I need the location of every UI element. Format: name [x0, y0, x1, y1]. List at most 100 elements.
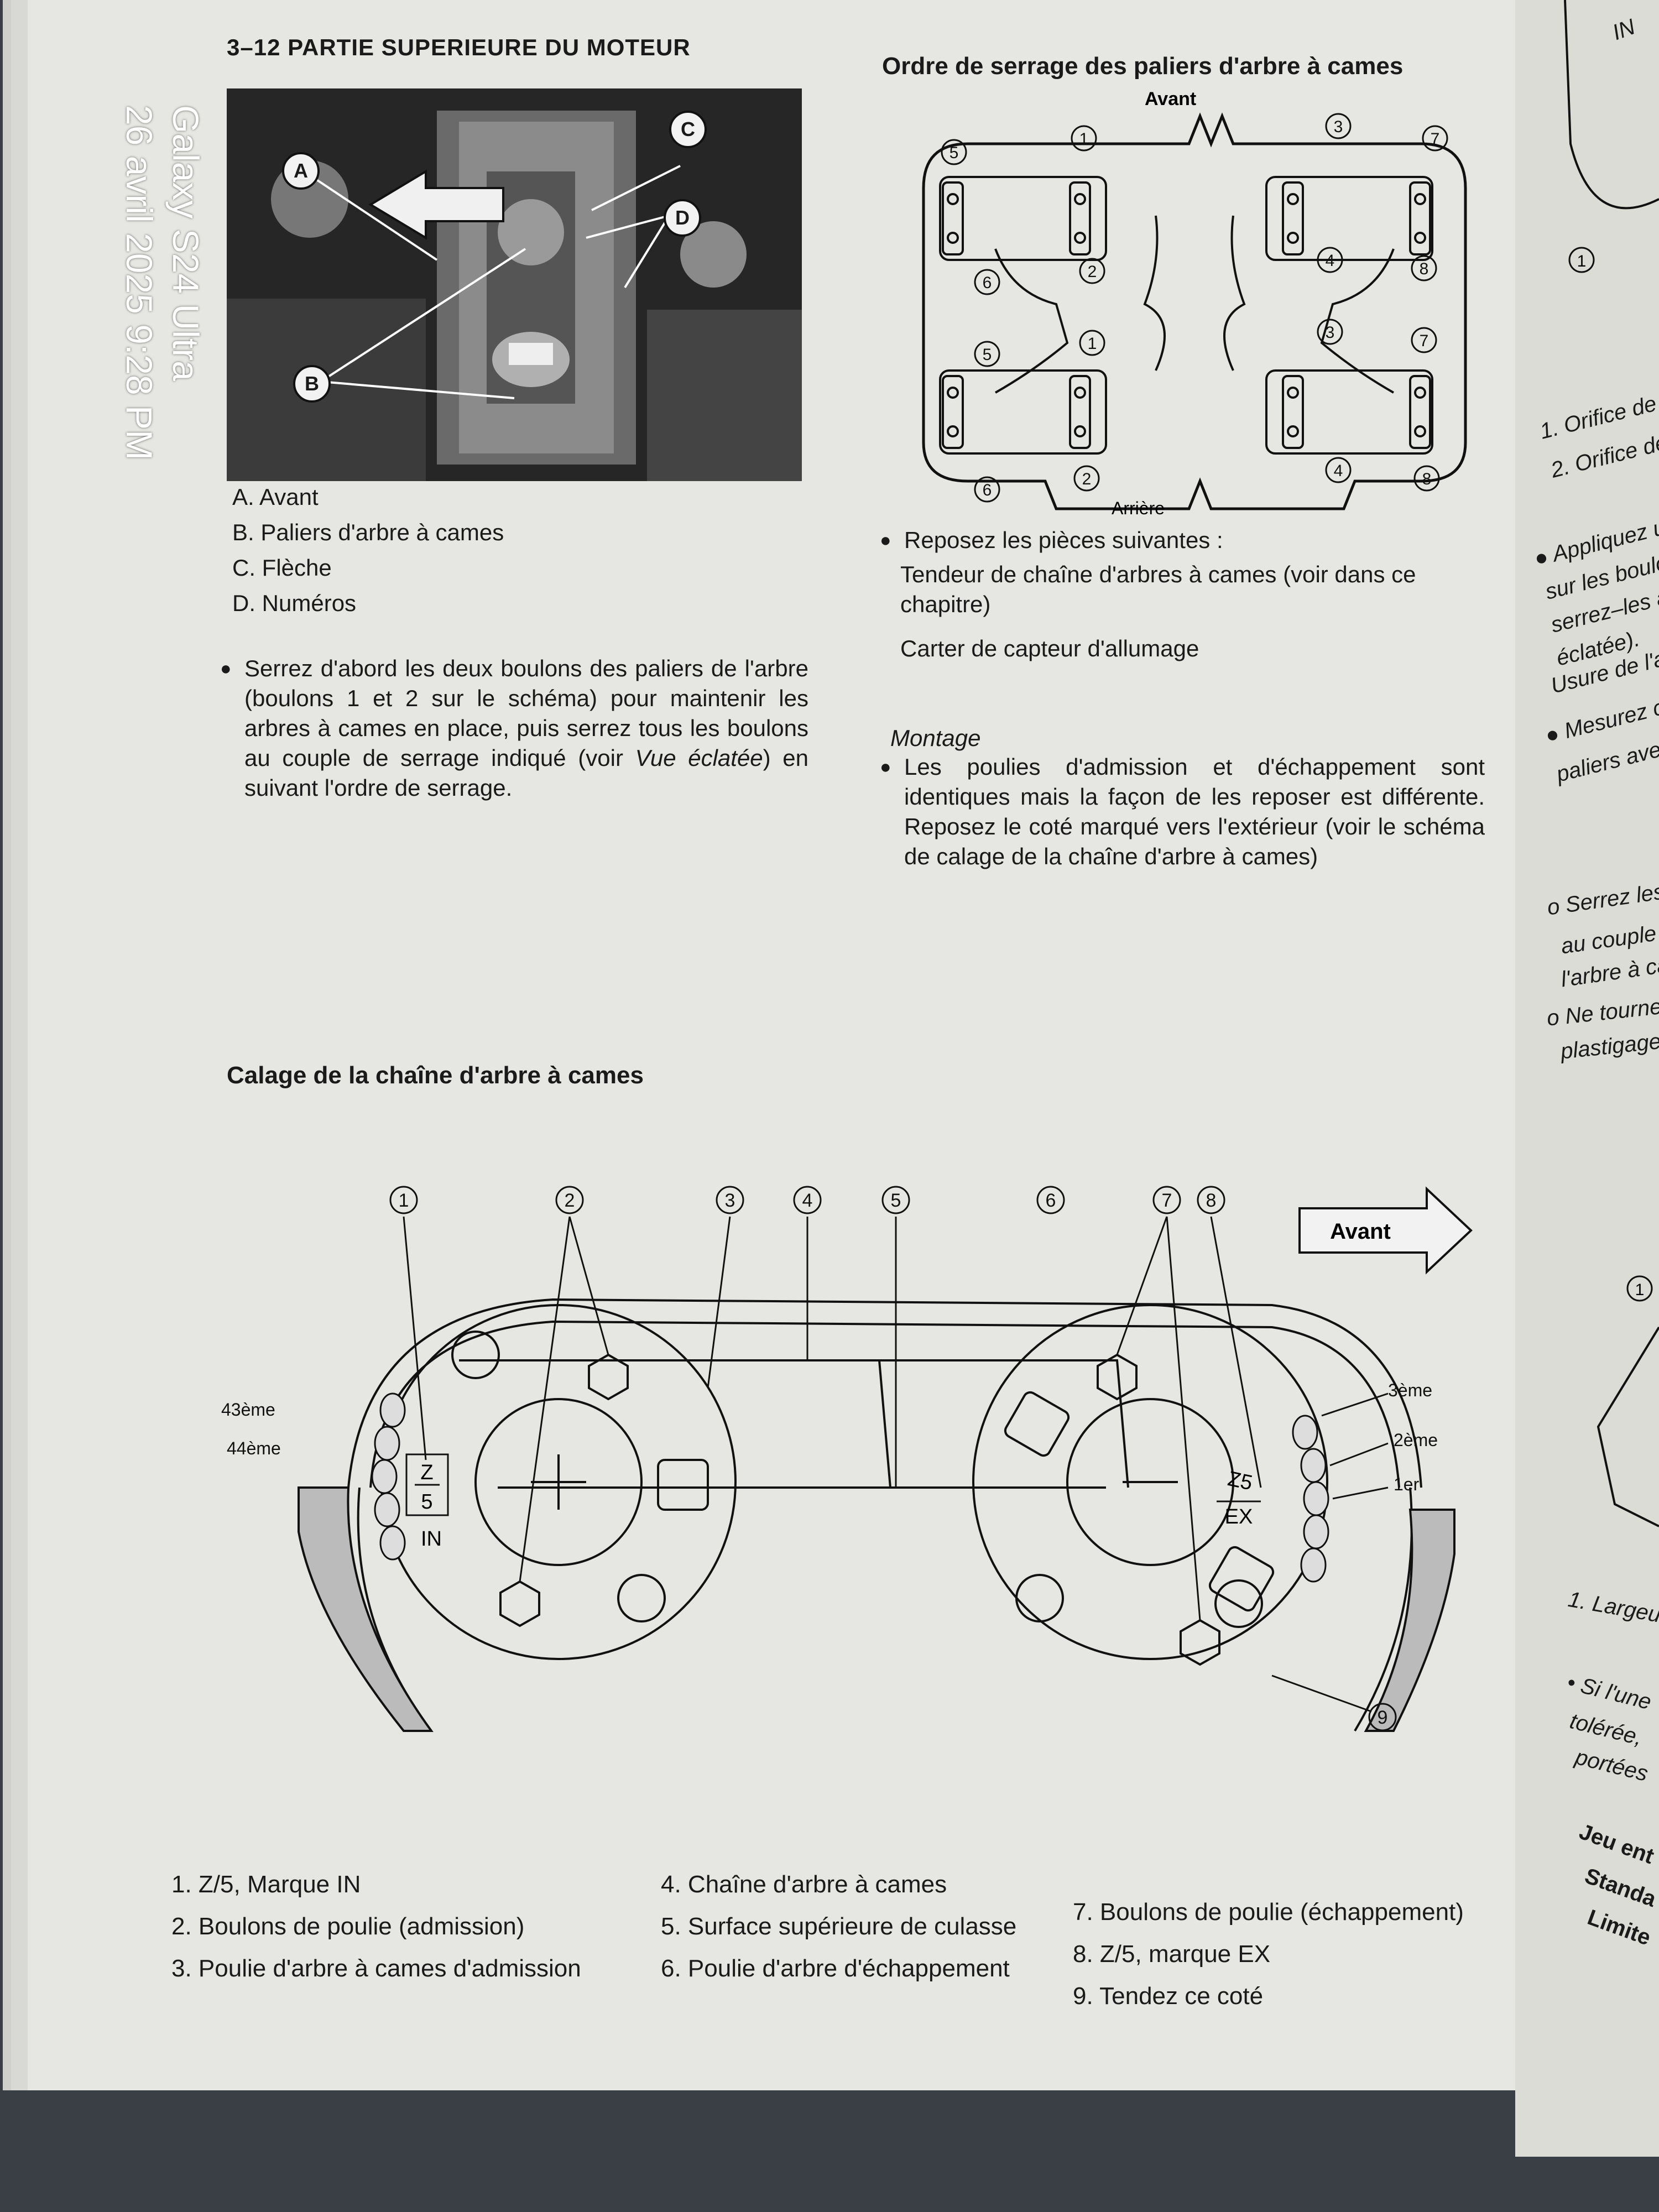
np-serrez-2: au couple: [1559, 921, 1658, 959]
link-label-43: 43ème: [221, 1400, 275, 1420]
np-serrez-3: l'arbre à ca: [1559, 952, 1659, 992]
chain-legend-col-2: 4. Chaîne d'arbre à cames 5. Surface sup…: [661, 1869, 1016, 1984]
callout-a: A: [282, 152, 320, 190]
np-jeu-3: Limite: [1584, 1905, 1654, 1950]
watermark-device: Galaxy S24 Ultra: [165, 105, 206, 381]
chain-legend-item-9: 9. Tendez ce coté: [1073, 1983, 1264, 2010]
np-jeu-1: Jeu ent: [1575, 1819, 1657, 1869]
torque-num-6-bottom: 6: [974, 476, 1000, 503]
chain-legend-item-5: 5. Surface supérieure de culasse: [661, 1913, 1017, 1940]
svg-text:7: 7: [1162, 1190, 1172, 1211]
montage-heading: Montage: [890, 725, 981, 751]
svg-text:5: 5: [891, 1190, 901, 1211]
svg-text:Z: Z: [420, 1461, 433, 1484]
torque-diagram-title: Ordre de serrage des paliers d'arbre à c…: [882, 53, 1404, 80]
svg-text:1: 1: [1088, 335, 1097, 353]
svg-text:8: 8: [1422, 470, 1432, 488]
chain-diagram-title: Calage de la chaîne d'arbre à cames: [227, 1062, 644, 1089]
callout-d: D: [664, 199, 701, 237]
svg-text:4: 4: [1326, 252, 1335, 270]
svg-text:8: 8: [1420, 260, 1429, 278]
chain-callout-4: 4: [793, 1186, 822, 1214]
chain-legend-item-2: 2. Boulons de poulie (admission): [171, 1913, 525, 1940]
tightening-instruction: Serrez d'abord les deux boulons des pali…: [220, 654, 809, 803]
np-callout-2: 1: [1635, 1281, 1645, 1299]
legend-c: C. Flèche: [232, 555, 332, 581]
np-drawing-2: 1: [1597, 1275, 1659, 1527]
svg-text:Z5: Z5: [1225, 1467, 1254, 1495]
svg-text:5: 5: [421, 1490, 432, 1514]
chain-legend-item-8: 8. Z/5, marque EX: [1073, 1940, 1271, 1968]
svg-text:2: 2: [1082, 470, 1092, 488]
chain-legend-item-3: 3. Poulie d'arbre à cames d'admission: [171, 1955, 581, 1982]
svg-text:7: 7: [1431, 130, 1440, 148]
np-ne-2: plastigage: [1559, 1029, 1659, 1064]
callout-c: C: [669, 111, 707, 148]
svg-text:2: 2: [565, 1190, 575, 1211]
svg-text:4: 4: [1334, 462, 1343, 480]
chain-legend-col-3: 7. Boulons de poulie (échappement) 8. Z/…: [1073, 1897, 1464, 2012]
legend-a: A. Avant: [232, 484, 319, 510]
np-si-3: portées: [1573, 1745, 1651, 1786]
page-header: 3–12 PARTIE SUPERIEURE DU MOTEUR: [227, 34, 691, 60]
svg-text:3: 3: [1334, 118, 1343, 136]
tightening-text-ref-post: ) en suivant l'ordre de serrage.: [244, 745, 809, 801]
torque-num-6-top: 6: [974, 269, 1000, 295]
np-si-1: • Si l'une: [1564, 1670, 1654, 1715]
tightening-text-ref-pre: (voir: [578, 745, 635, 771]
np-callout: 1: [1577, 252, 1587, 270]
chain-callout-5: 5: [881, 1186, 910, 1214]
chain-callout-1: 1: [389, 1186, 418, 1214]
torque-num-3-top: 3: [1325, 113, 1352, 139]
chain-legend-item-7: 7. Boulons de poulie (échappement): [1073, 1898, 1464, 1926]
legend-b: B. Paliers d'arbre à cames: [232, 519, 504, 545]
link-label-44: 44ème: [227, 1438, 281, 1458]
in-mark: Z 5 IN: [405, 1453, 449, 1551]
chain-callout-2: 2: [555, 1186, 584, 1214]
camera-watermark: Galaxy S24 Ultra 26 avril 2025 9:28 PM: [116, 105, 209, 460]
torque-num-1-bottom: 1: [1079, 330, 1105, 356]
torque-order-diagram: Avant Arrière 5 1 3 7 6 2 4 8 5 1 3 7 6 …: [922, 88, 1467, 518]
np-drawing: 1: [1564, 0, 1659, 273]
legend-d: D. Numéros: [232, 590, 357, 616]
torque-front-label: Avant: [1145, 88, 1196, 109]
torque-num-8-top: 8: [1411, 255, 1437, 281]
chain-callout-3: 3: [716, 1186, 744, 1214]
engine-photo-drawing: [227, 88, 802, 481]
tightening-text: Serrez d'abord les deux boulons des pali…: [244, 655, 808, 771]
np-serrez-1: o Serrez les: [1546, 879, 1659, 920]
torque-num-2-bottom: 2: [1073, 465, 1100, 492]
svg-text:EX: EX: [1225, 1505, 1253, 1528]
engine-photo: A B C D: [227, 88, 802, 481]
svg-text:3: 3: [725, 1190, 735, 1211]
chain-legend-item-6: 6. Poulie d'arbre d'échappement: [661, 1955, 1010, 1982]
svg-text:6: 6: [983, 274, 992, 292]
chain-callout-9: 9: [1368, 1703, 1397, 1731]
svg-text:1: 1: [1079, 130, 1089, 148]
chain-callout-8: 8: [1197, 1186, 1225, 1214]
watermark-datetime: 26 avril 2025 9:28 PM: [119, 105, 160, 461]
svg-text:4: 4: [802, 1190, 813, 1211]
callout-b: B: [293, 365, 331, 403]
torque-num-5-bottom: 5: [974, 341, 1000, 367]
chain-callout-6: 6: [1036, 1186, 1065, 1214]
svg-text:2: 2: [1088, 263, 1097, 281]
svg-text:6: 6: [1046, 1190, 1056, 1211]
link-label-2: 2ème: [1394, 1430, 1438, 1450]
torque-num-1-top: 1: [1071, 125, 1097, 152]
reinstall-bullet: Reposez les pièces suivantes :: [880, 525, 1223, 555]
torque-num-4-top: 4: [1317, 247, 1343, 273]
torque-num-5-top: 5: [941, 139, 967, 165]
chain-callout-7: 7: [1152, 1186, 1181, 1214]
tightening-text-ref: Vue éclatée: [635, 745, 763, 771]
np-largeur: 1. Largeur: [1566, 1587, 1659, 1629]
chain-legend-item-4: 4. Chaîne d'arbre à cames: [661, 1871, 947, 1898]
svg-text:Avant: Avant: [1330, 1219, 1391, 1244]
svg-text:IN: IN: [421, 1527, 442, 1551]
torque-num-8-bottom: 8: [1413, 465, 1440, 492]
svg-text:5: 5: [950, 144, 959, 162]
torque-num-3-bottom: 3: [1317, 319, 1343, 345]
svg-text:6: 6: [983, 481, 992, 499]
chain-legend-col-1: 1. Z/5, Marque IN 2. Boulons de poulie (…: [171, 1869, 581, 1984]
reinstall-item-2: Carter de capteur d'allumage: [900, 635, 1199, 661]
